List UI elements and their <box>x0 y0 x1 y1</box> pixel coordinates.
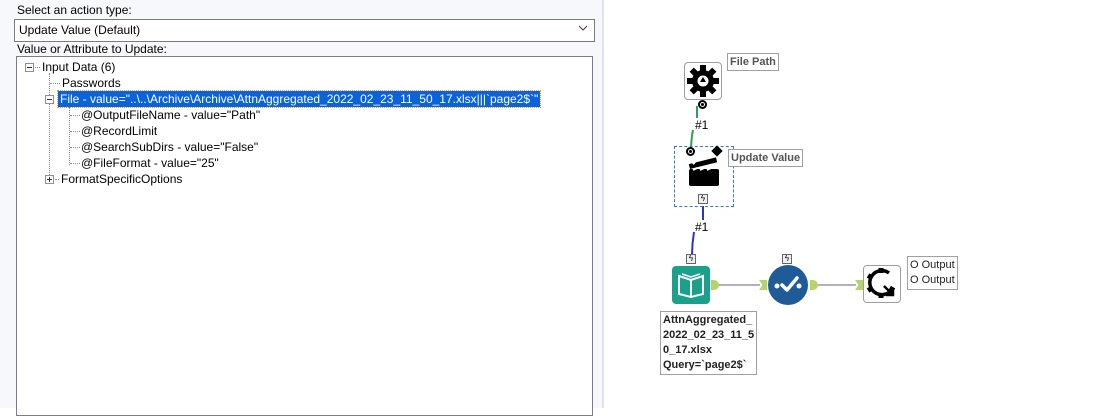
tree-node-search-sub-dirs[interactable]: @SearchSubDirs - value="False" <box>81 140 259 154</box>
tree-node-input-data[interactable]: Input Data (6) <box>42 60 116 74</box>
lightning-anchor-icon[interactable]: ϟ <box>686 254 696 264</box>
collapse-icon[interactable] <box>45 95 54 104</box>
output-gear-icon <box>866 268 896 298</box>
action-type-label: Select an action type: <box>17 3 132 17</box>
check-circle-icon <box>774 276 802 292</box>
output-anchor[interactable] <box>711 280 719 290</box>
configuration-panel: Select an action type: Update Value (Def… <box>14 0 604 416</box>
chevron-down-icon <box>578 25 588 31</box>
lightning-anchor-icon[interactable]: ϟ <box>698 194 708 204</box>
connections <box>690 106 856 286</box>
expand-icon[interactable] <box>45 175 54 184</box>
lightning-anchor-icon[interactable]: ϟ <box>782 254 792 264</box>
clapperboard-icon <box>688 155 719 186</box>
tree-node-passwords[interactable]: Passwords <box>62 76 121 90</box>
tree-node-format-specific-options[interactable]: FormatSpecificOptions <box>61 172 183 186</box>
value-to-update-label: Value or Attribute to Update: <box>17 42 167 56</box>
annotation-update-value: Update Value <box>728 149 804 167</box>
annotation-input-data: AttnAggregated_ 2022_02_23_11_5 0_17.xls… <box>660 311 758 375</box>
input-data-tool[interactable] <box>672 266 710 304</box>
action-tool-selection[interactable] <box>674 146 734 207</box>
gear-icon <box>687 65 719 97</box>
annotation-macro-output: O Output O Output <box>907 256 958 290</box>
action-type-value: Update Value (Default) <box>19 23 141 37</box>
tree-node-output-file-name[interactable]: @OutputFileName - value="Path" <box>81 108 261 122</box>
connection-label: #1 <box>695 118 709 132</box>
annotation-file-path: File Path <box>727 53 779 71</box>
collapse-icon[interactable] <box>25 63 34 72</box>
value-tree[interactable]: Input Data (6) Passwords File - value=".… <box>16 56 593 416</box>
question-anchor-icon[interactable] <box>698 100 707 109</box>
output-anchor[interactable] <box>810 280 818 290</box>
tree-node-file-format[interactable]: @FileFormat - value="25" <box>81 156 219 170</box>
input-anchor[interactable] <box>855 280 863 290</box>
action-type-select[interactable]: Update Value (Default) <box>14 19 595 42</box>
input-anchor[interactable] <box>759 280 767 290</box>
control-parameter-tool[interactable] <box>684 62 722 100</box>
book-icon <box>678 273 704 299</box>
macro-output-tool[interactable] <box>863 265 901 303</box>
tree-node-record-limit[interactable]: @RecordLimit <box>81 124 158 138</box>
workflow-canvas[interactable]: File Path #1 ϟ Update Value #1 ϟ AttnAgg… <box>606 0 1094 408</box>
select-tool[interactable] <box>768 265 808 305</box>
connection-label: #1 <box>695 220 709 234</box>
tree-node-file[interactable]: File - value="..\..\Archive\Archive\Attn… <box>56 90 542 108</box>
question-anchor-icon[interactable] <box>686 147 695 156</box>
